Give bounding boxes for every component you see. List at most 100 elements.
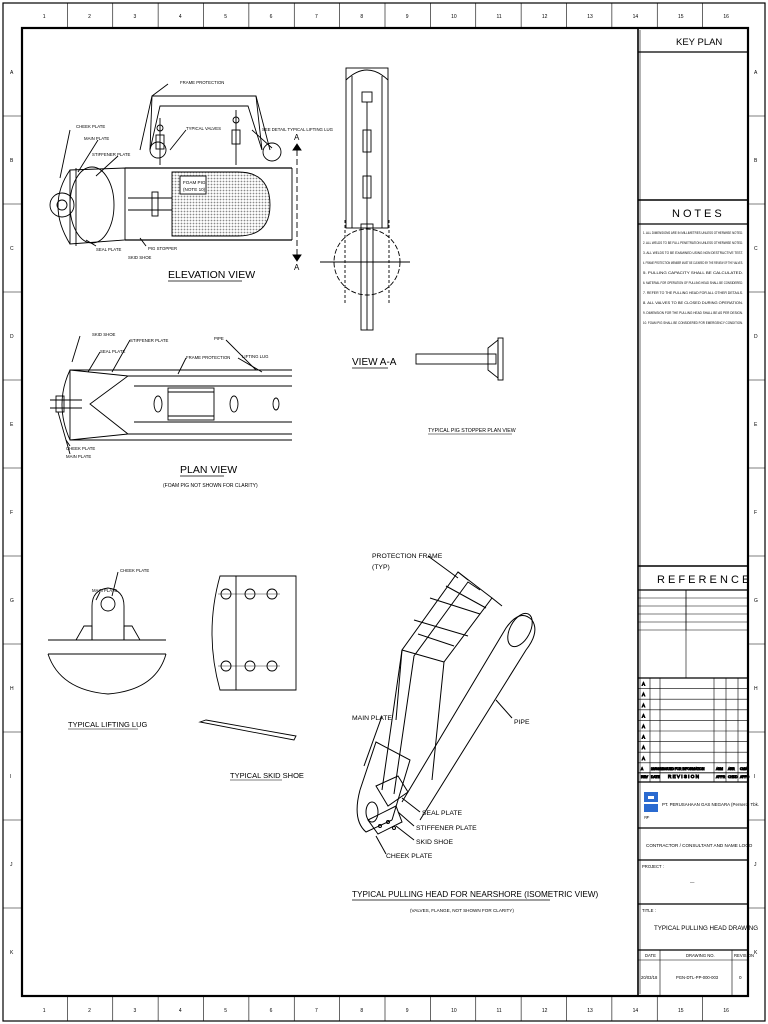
revision-header-cell: APPR: [716, 775, 726, 779]
label-pig-stopper: PIG STOPPER: [148, 246, 177, 251]
row-marker-right: K: [754, 950, 758, 956]
lug-label-main-plate: MAIN PLATE: [92, 588, 117, 593]
column-marker-top: 16: [723, 14, 729, 20]
column-marker-bottom: 1: [43, 1008, 46, 1014]
iso-label-skid-shoe: SKID SHOE: [416, 839, 453, 846]
column-marker-top: 15: [678, 14, 684, 20]
column-markers: 1122334455667788991010111112121313141415…: [43, 3, 729, 1021]
reference-title: R E F E R E N C E: [657, 574, 749, 586]
elevation-view-title: ELEVATION VIEW: [168, 269, 255, 281]
svg-text:pgn: pgn: [644, 815, 650, 819]
label-cheek-plate: CHEEK PLATE: [76, 124, 105, 129]
plan-label-pipe: PIPE: [214, 336, 224, 341]
label-typical-valves: TYPICAL VALVES: [186, 126, 221, 131]
row-marker-left: B: [10, 158, 14, 164]
pig-stopper-view: [415, 337, 504, 381]
row-marker-right: D: [754, 334, 758, 340]
revision-row-letter: A: [642, 703, 645, 708]
row-marker-right: J: [754, 862, 757, 868]
column-marker-top: 4: [179, 14, 182, 20]
revision-row-letter: A: [642, 692, 645, 697]
revision-first-row-cell: OMA: [740, 767, 748, 771]
plan-label-frame-protection: FRAME PROTECTION: [186, 355, 230, 360]
column-marker-top: 10: [451, 14, 457, 20]
note-item: 4. FRAME PROTECTION MEMBER MUST BE CLEAR…: [643, 261, 743, 265]
row-marker-left: D: [10, 334, 14, 340]
row-marker-right: F: [754, 510, 757, 516]
column-marker-bottom: 13: [587, 1008, 593, 1014]
row-marker-left: K: [10, 950, 14, 956]
plan-label-main-plate: MAIN PLATE: [66, 454, 91, 459]
lug-label-cheek-plate: CHEEK PLATE: [120, 568, 149, 573]
isometric-view: [356, 555, 536, 855]
footer-date-header: DATE: [645, 953, 656, 958]
revision-row-letter: A: [642, 735, 645, 740]
row-marker-left: F: [10, 510, 13, 516]
revision-row-letter: A: [642, 682, 645, 687]
column-marker-top: 2: [88, 14, 91, 20]
row-marker-left: I: [10, 774, 11, 780]
iso-label-main-plate: MAIN PLATE: [352, 715, 392, 722]
column-marker-top: 7: [315, 14, 318, 20]
row-marker-right: I: [754, 774, 755, 780]
revision-header-cell: CHKD: [728, 775, 738, 779]
note-item: 5. PULLING CAPACITY SHALL BE CALCULATED.: [643, 271, 743, 275]
note-item: 7. REFER TO THE PULLING HEAD FOR ALL OTH…: [643, 291, 743, 295]
column-marker-top: 8: [360, 14, 363, 20]
note-item: 6. MATERIAL FOR OPERATION OF PULLING HEA…: [643, 281, 743, 285]
plan-view-subtitle: (FOAM PIG NOT SHOWN FOR CLARITY): [163, 483, 258, 489]
row-marker-left: A: [10, 70, 14, 76]
iso-label-typ: (TYP): [372, 564, 390, 571]
note-item: 1. ALL DIMENSIONS ARE IN MILLIMETRES UNL…: [643, 231, 743, 235]
elevation-view: [49, 83, 302, 262]
row-marker-right: G: [754, 598, 758, 604]
column-marker-bottom: 8: [360, 1008, 363, 1014]
iso-label-seal-plate: SEAL PLATE: [422, 810, 463, 817]
label-frame-protection: FRAME PROTECTION: [180, 80, 224, 85]
plan-view: [50, 335, 292, 455]
lifting-lug-view: [47, 571, 167, 695]
plan-label-stiffener-plate: STIFFENER PLATE: [130, 338, 168, 343]
column-marker-top: 5: [224, 14, 227, 20]
row-marker-left: E: [10, 422, 14, 428]
column-marker-bottom: 14: [633, 1008, 639, 1014]
column-marker-top: 12: [542, 14, 548, 20]
footer-revision-value: 0: [739, 975, 742, 980]
iso-label-protection-frame: PROTECTION FRAME: [372, 553, 443, 560]
footer-drawing-no-header: DRAWING NO.: [686, 953, 715, 958]
revision-header-cell: R E V I S I O N: [668, 774, 699, 779]
skid-shoe-view: [198, 575, 297, 741]
plan-label-seal-plate: SEAL PLATE: [100, 349, 125, 354]
column-marker-bottom: 11: [496, 1008, 501, 1014]
skid-shoe-title: TYPICAL SKID SHOE: [230, 771, 304, 780]
column-marker-bottom: 9: [406, 1008, 409, 1014]
label-foam-pig: FOAM PIG: [183, 180, 206, 185]
note-item: 2. ALL WELDS TO BE FULL PENETRATION UNLE…: [643, 241, 743, 245]
project-value: —: [690, 880, 695, 885]
note-item: 3. ALL WELDS TO BE EXAMINED USING NON DE…: [643, 251, 743, 255]
column-marker-top: 13: [587, 14, 593, 20]
footer-revision-header: REVISION: [734, 953, 754, 958]
label-stiffener-plate: STIFFENER PLATE: [92, 152, 130, 157]
revision-row-letter: A: [642, 713, 645, 718]
lifting-lug-title: TYPICAL LIFTING LUG: [68, 720, 147, 729]
column-marker-bottom: 10: [451, 1008, 457, 1014]
column-marker-bottom: 16: [723, 1008, 729, 1014]
column-marker-top: 6: [270, 14, 273, 20]
row-marker-right: A: [754, 70, 758, 76]
revision-header-cell: APPD: [740, 775, 750, 779]
column-marker-bottom: 7: [315, 1008, 318, 1014]
label-see-detail: SEE DETAIL TYPICAL LIFTING LUG: [262, 127, 334, 132]
column-marker-bottom: 5: [224, 1008, 227, 1014]
column-marker-bottom: 6: [270, 1008, 273, 1014]
company-name: PT. PERUSAHAAN GAS NEGARA (Persero) Tbk.: [662, 802, 759, 807]
pig-stopper-title: TYPICAL PIG STOPPER PLAN VIEW: [428, 428, 516, 434]
row-marker-right: B: [754, 158, 758, 164]
drawing-title: TYPICAL PULLING HEAD DRAWING: [654, 925, 758, 932]
contractor-logo-label: CONTRACTOR / CONSULTANT AND NAME LOGO: [646, 843, 753, 848]
note-item: 9. DIMENSION FOR THE PULLING HEAD SHALL …: [643, 311, 743, 315]
column-marker-bottom: 2: [88, 1008, 91, 1014]
